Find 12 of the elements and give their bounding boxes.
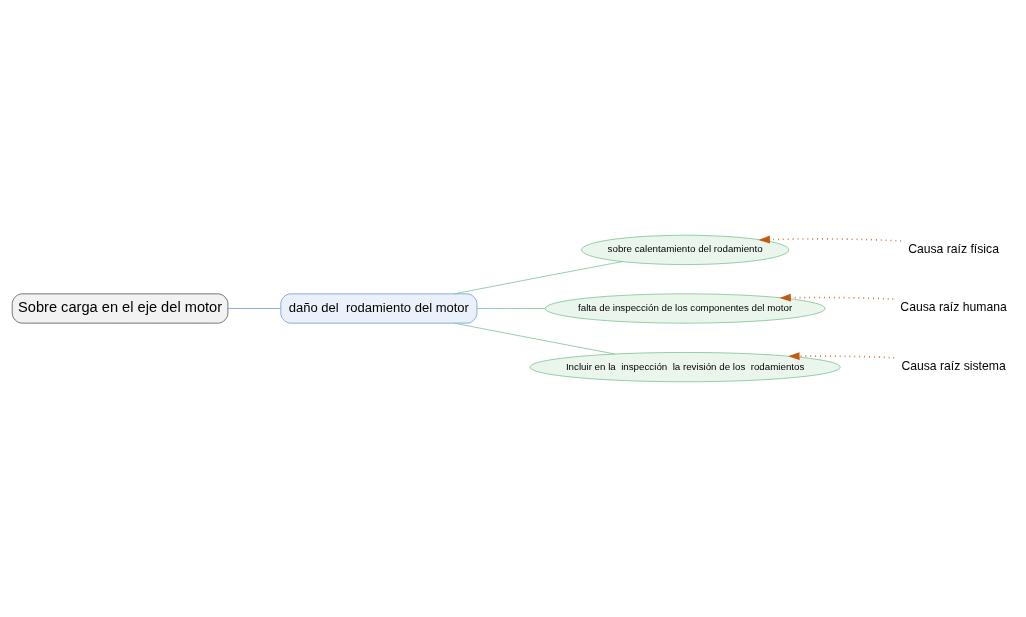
connector (454, 322, 616, 355)
connector (227, 308, 282, 309)
node-box: daño del rodamiento del motor (280, 293, 478, 324)
node-text: Causa raíz humana (900, 300, 1007, 315)
connector (454, 261, 623, 295)
arrow (779, 293, 895, 302)
connector (476, 308, 546, 309)
arrow (788, 352, 895, 361)
node-box: Sobre carga en el eje del motor (11, 293, 229, 324)
node-text: Causa raíz sistema (901, 358, 1006, 373)
node-text: Causa raíz física (908, 241, 999, 256)
arrow (758, 235, 902, 244)
